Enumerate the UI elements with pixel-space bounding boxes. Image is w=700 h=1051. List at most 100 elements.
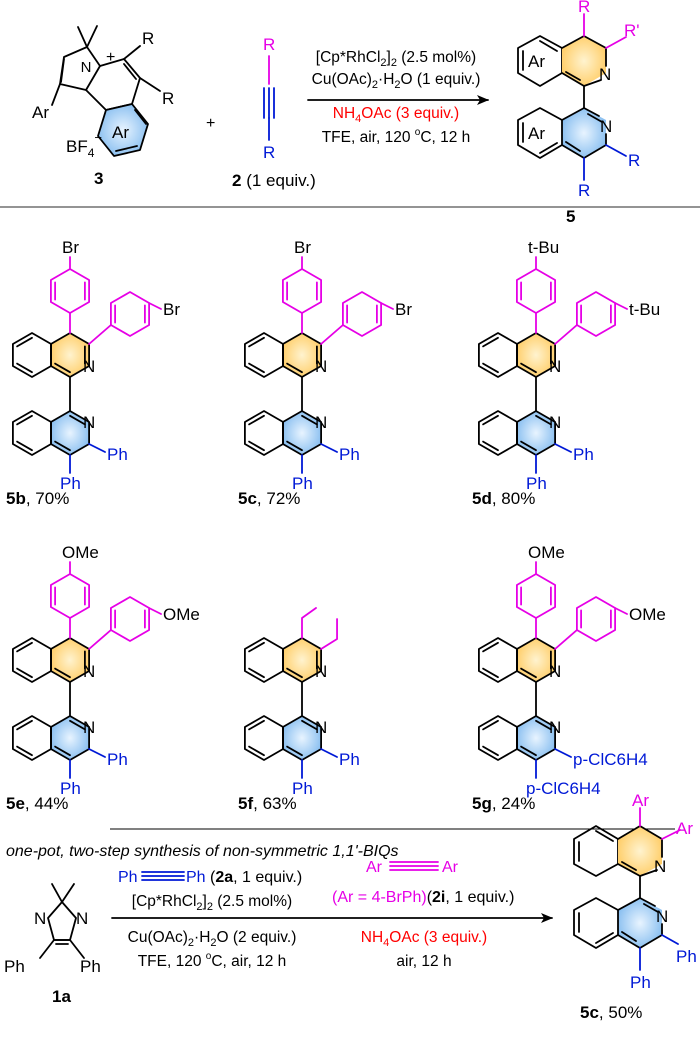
- compound-label: 5e, 44%: [6, 794, 68, 813]
- bottom-benzo-ring: [244, 715, 284, 761]
- final-ph2: Ph: [630, 973, 651, 992]
- bottom-benzo-double-bonds: [16, 414, 33, 452]
- top-substituent-1: OMe: [62, 543, 99, 562]
- step2-alkyne-right: Ar: [442, 859, 459, 876]
- product-5-ar-bottom: Ar: [528, 124, 545, 143]
- bottom-n-atom: N: [315, 413, 327, 432]
- reactant-3-n: N: [81, 59, 92, 76]
- cond-solvent: TFE, air, 120 oC, 12 h: [322, 127, 471, 146]
- product-5-r-bottom: R: [578, 181, 590, 200]
- reactant-3-ring-ar: Ar: [112, 123, 129, 142]
- bottom-benzo-double-bonds: [248, 414, 265, 452]
- bottom-benzo-double-bonds: [16, 719, 33, 757]
- final-ph1: Ph: [676, 947, 697, 966]
- top-conditions: [Cp*RhCl2]2 (2.5 mol%) Cu(OAc)2·H2O (1 e…: [307, 49, 489, 146]
- top-pyridine-double-bonds: [54, 650, 86, 679]
- cond-catalyst: [Cp*RhCl2]2 (2.5 mol%): [316, 49, 476, 69]
- top-n-atom: N: [83, 662, 95, 681]
- top-aryl-ring-1-bonds: [520, 281, 552, 301]
- top-n-atom: N: [83, 357, 95, 376]
- reactant-1a-ph-right: Ph: [80, 957, 101, 976]
- top-benzo-ring: [244, 332, 284, 378]
- step-1-conditions: Ph Ph (2a, 1 equiv.) [Cp*RhCl2]2 (2.5 mo…: [111, 869, 553, 970]
- top-aryl-bond-2: [554, 629, 578, 650]
- product-5: R R' Ar N N Ar R R 5: [517, 0, 640, 226]
- top-sub-2-bond: [380, 302, 394, 310]
- top-substituent-2: Br: [395, 300, 412, 319]
- top-pyridine-double-bonds: [54, 345, 86, 374]
- step1-alkyne-right: Ph: [186, 869, 206, 886]
- top-substituent-2: OMe: [163, 605, 200, 624]
- bottom-substituent-1: Ph: [107, 750, 128, 769]
- step1-oxidant: Cu(OAc)2·H2O (2 equiv.): [128, 929, 297, 949]
- top-n-atom: N: [549, 662, 561, 681]
- bottom-pyridine-double-bonds: [520, 414, 552, 452]
- cond-additive: NH4OAc (3 equiv.): [333, 105, 459, 125]
- top-pyridine-double-bonds: [520, 650, 552, 679]
- top-aryl-ring-2-bonds: [580, 304, 612, 324]
- top-aryl-ring-2-bonds: [114, 304, 146, 324]
- bottom-benzo-ring: [478, 715, 518, 761]
- reactant-3-charge: +: [106, 49, 115, 66]
- top-aryl-ring-1: [50, 268, 90, 314]
- top-benzo-ring: [12, 332, 52, 378]
- bottom-pyridine-double-bonds: [54, 414, 86, 452]
- top-pyridine-double-bonds: [286, 345, 318, 374]
- step-2-conditions: Ar Ar (Ar = 4-BrPh)(2i, 1 equiv.) NH4OAc…: [332, 859, 514, 970]
- bottom-n-atom: N: [315, 718, 327, 737]
- top-aryl-bond-2: [554, 324, 578, 345]
- bottom-heading: one-pot, two-step synthesis of non-symme…: [6, 843, 399, 860]
- product-5-r-prime: R': [624, 21, 640, 40]
- top-benzo-double-bonds: [16, 641, 33, 679]
- top-aryl-ring-1: [516, 268, 556, 314]
- product-5-ar-top: Ar: [528, 52, 545, 71]
- top-sub-2-bond: [148, 302, 162, 310]
- bottom-benzo-ring: [244, 410, 284, 456]
- compound-label: 5f, 63%: [238, 794, 297, 813]
- bottom-sub-bond-1: [88, 748, 106, 758]
- top-aryl-ring-1-bonds: [54, 586, 86, 606]
- bottom-n-atom: N: [83, 718, 95, 737]
- reactant-1a: N N Ph Ph 1a: [4, 883, 101, 1006]
- cond-oxidant: Cu(OAc)2·H2O (1 equiv.): [312, 71, 481, 91]
- top-substituent-1: OMe: [528, 543, 565, 562]
- bottom-n-atom: N: [549, 718, 561, 737]
- reactant-3-r-lower: R: [162, 89, 174, 108]
- step1-conditions-temp: TFE, 120 oC, air, 12 h: [138, 951, 287, 970]
- bottom-benzo-ring: [12, 410, 52, 456]
- top-benzo-double-bonds: [248, 641, 265, 679]
- final-n-top: N: [654, 857, 666, 876]
- top-substituent-2: Br: [163, 300, 180, 319]
- reactant-1a-ph-left: Ph: [4, 957, 25, 976]
- top-benzo-ring: [12, 637, 52, 683]
- bottom-pyridine-double-bonds: [520, 719, 552, 757]
- reactant-2-label: 2 (1 equiv.): [232, 171, 316, 190]
- top-aryl-ring-1-bonds: [54, 281, 86, 301]
- final-product-5c: Ar Ar N N Ph Ph 5c, 50%: [573, 791, 697, 1022]
- top-aryl-ring-2-bonds: [346, 304, 378, 324]
- top-aryl-ring-2-bonds: [114, 609, 146, 629]
- bottom-substituent-2: Ph: [60, 779, 81, 798]
- bottom-pyridine-double-bonds: [286, 414, 318, 452]
- bottom-benzo-double-bonds: [248, 719, 265, 757]
- bottom-substituent-1: Ph: [339, 750, 360, 769]
- final-product-label: 5c, 50%: [580, 1003, 642, 1022]
- bottom-substituent-1: Ph: [339, 445, 360, 464]
- reactant-3-label: 3: [94, 169, 103, 188]
- bottom-sub-bond-1: [554, 748, 572, 758]
- top-aryl-ring-2: [576, 291, 616, 337]
- reactant-3: N + R R Ar Ar BF4− 3: [32, 25, 174, 188]
- top-benzo-ring: [244, 637, 284, 683]
- bottom-pyridine-double-bonds: [286, 719, 318, 757]
- bottom-benzo-double-bonds: [482, 719, 499, 757]
- reactant-2-r-top: R: [263, 35, 275, 54]
- top-benzo-double-bonds: [16, 336, 33, 374]
- top-benzo-double-bonds: [248, 336, 265, 374]
- bottom-benzo-ring: [478, 410, 518, 456]
- step1-alkyne-left: Ph: [118, 869, 138, 886]
- top-aryl-ring-2: [110, 596, 150, 642]
- reactant-3-ar: Ar: [32, 103, 49, 122]
